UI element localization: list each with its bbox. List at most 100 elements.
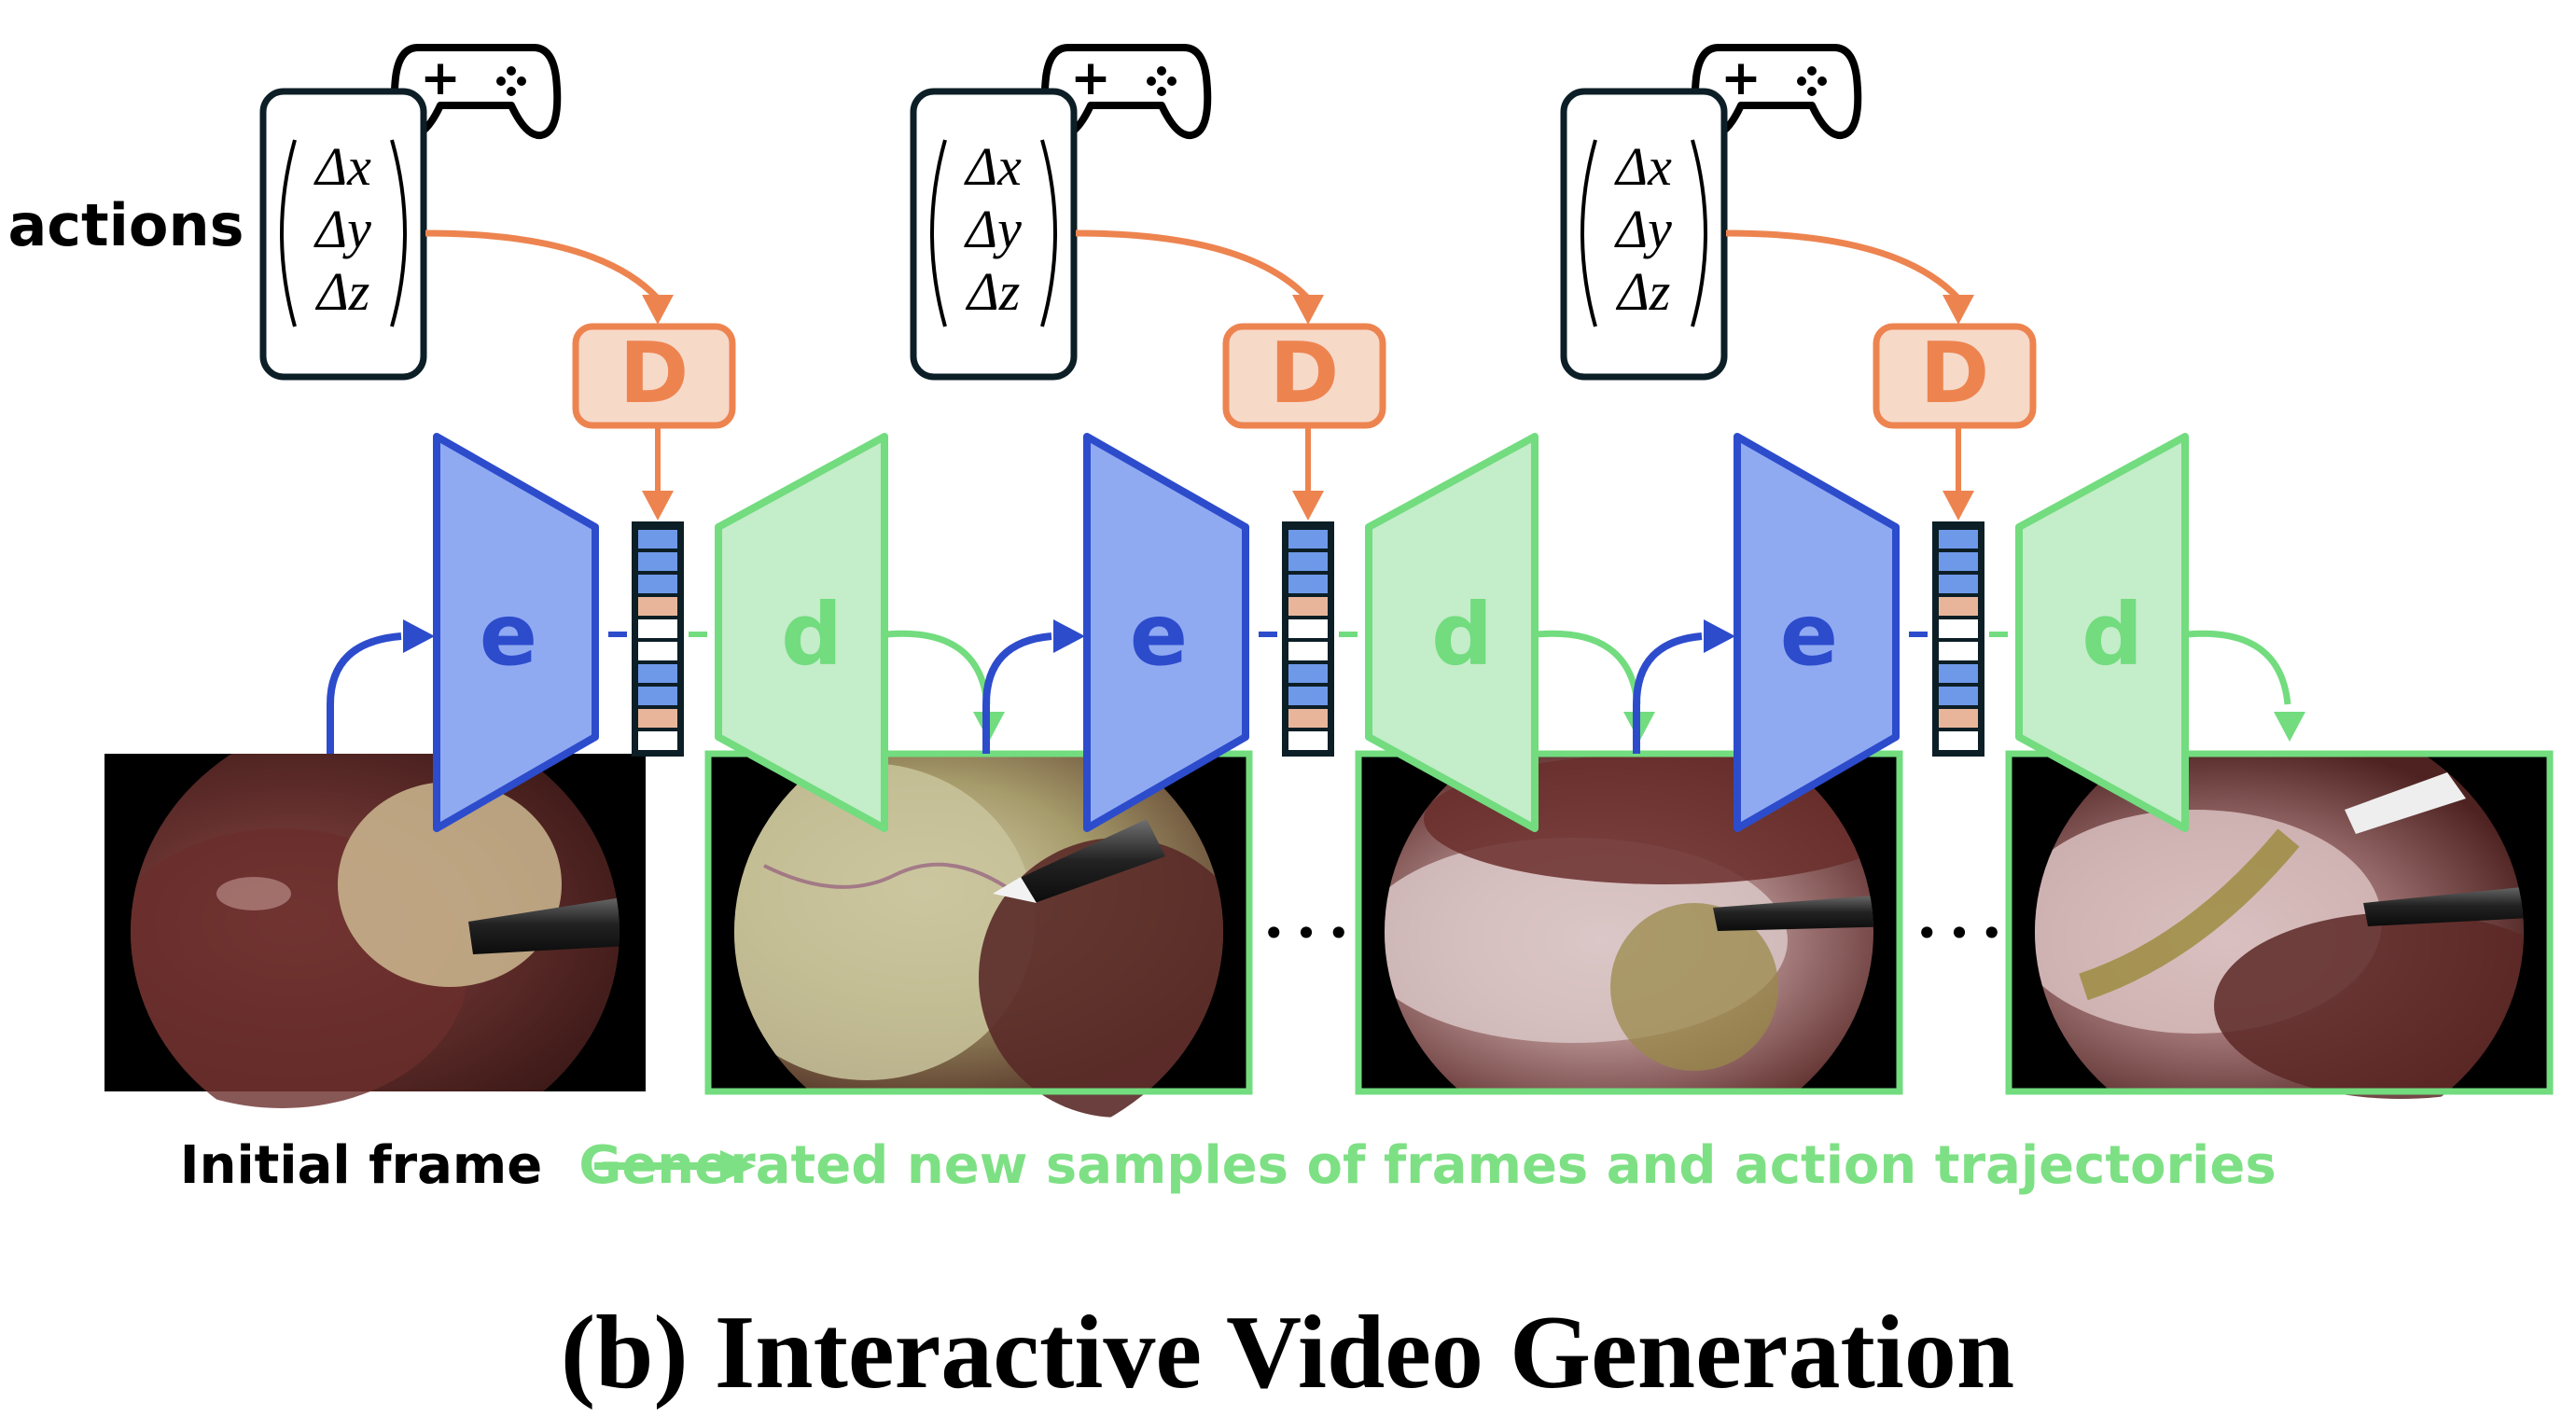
generated-frame-image (1355, 750, 1903, 1095)
generated-frame-image (704, 750, 1253, 1118)
ellipsis-2: ••• (1915, 910, 2012, 956)
action-component: Δx (313, 136, 371, 197)
latent-token (634, 571, 681, 597)
gamepad-icon: + (1691, 44, 1862, 140)
gamepad-icon: + (1040, 44, 1212, 140)
action-component: Δx (964, 136, 1022, 197)
latent-token (634, 728, 681, 754)
encoder-module: e (1083, 433, 1249, 832)
action-arrow (1725, 229, 1961, 301)
latent-token (634, 526, 681, 552)
latent-token (1285, 526, 1331, 552)
dynamics-label: D (1920, 325, 1990, 423)
ellipsis-1: ••• (1262, 910, 1359, 956)
action-component: Δy (964, 199, 1022, 259)
latent-token (634, 616, 681, 642)
latent-token (1285, 660, 1331, 687)
encoder-label: e (1130, 585, 1188, 685)
gamepad-plus: + (1720, 50, 1761, 106)
latent-token (1935, 705, 1982, 731)
generated-frame-image (2005, 750, 2554, 1099)
decoder-module: d (1365, 433, 1539, 832)
latent-token-stack (632, 521, 684, 757)
action-arrow-head (1942, 295, 1974, 325)
action-component: Δx (1614, 136, 1672, 197)
latent-token (1935, 571, 1982, 597)
latent-token (1935, 660, 1982, 687)
dynamics-module: D (1222, 323, 1386, 429)
figure-caption: (b) Interactive Video Generation (561, 1295, 2014, 1410)
frame-to-encoder-arrow (982, 632, 1052, 754)
decoder-output-arrow (1536, 630, 1641, 705)
generated-frame-border (704, 750, 1253, 1095)
action-component: Δz (1616, 261, 1671, 322)
legend-arrow (594, 1150, 756, 1182)
token-arrow-head (642, 491, 674, 521)
decoder-module: d (2015, 433, 2189, 832)
latent-token (1285, 571, 1331, 597)
action-arrow-head (1292, 295, 1324, 325)
latent-token (1285, 683, 1331, 709)
action-component: Δz (315, 261, 370, 322)
initial-frame-label: Initial frame (180, 1135, 542, 1196)
frame-to-encoder-arrow (327, 632, 402, 754)
dynamics-label: D (620, 325, 689, 423)
latent-token (1935, 616, 1982, 642)
action-component: Δy (1614, 199, 1672, 259)
latent-token-stack (1282, 521, 1334, 757)
gamepad-plus: + (1070, 50, 1111, 106)
encoder-module: e (1734, 433, 1900, 832)
decoder-output-arrow-head (2274, 712, 2305, 742)
dynamics-module: D (1873, 323, 2037, 429)
latent-token (634, 660, 681, 687)
latent-token (1285, 593, 1331, 619)
latent-token (1935, 728, 1982, 754)
frame-to-encoder-arrow-head (1704, 619, 1735, 653)
latent-token (634, 593, 681, 619)
latent-token (1935, 683, 1982, 709)
dynamics-label: D (1270, 325, 1340, 423)
latent-token-stack (1932, 521, 1984, 757)
gamepad-icon: + (390, 44, 562, 140)
action-component: Δy (313, 199, 371, 259)
frame-to-encoder-arrow-head (1053, 619, 1085, 653)
generated-frame-border (2005, 750, 2554, 1095)
frames (104, 750, 2554, 1118)
latent-token (1285, 705, 1331, 731)
gamepad-plus: + (420, 50, 461, 106)
decoder-label: d (2082, 585, 2143, 685)
decoder-output-arrow (885, 630, 991, 705)
latent-token (634, 549, 681, 575)
encoder-module: e (433, 433, 599, 832)
action-component: Δz (966, 261, 1021, 322)
action-arrow (1075, 229, 1311, 301)
decoder-module: d (715, 433, 888, 832)
decoder-output-arrow (2186, 630, 2291, 705)
token-arrow-head (1942, 491, 1974, 521)
latent-token (1285, 638, 1331, 664)
initial-frame-image (104, 754, 646, 1108)
latent-token (634, 705, 681, 731)
latent-token (1285, 549, 1331, 575)
latent-token (1935, 593, 1982, 619)
frame-to-encoder-arrow (1633, 632, 1703, 754)
latent-token (634, 638, 681, 664)
generated-frame-border (1355, 750, 1903, 1095)
action-arrow (425, 229, 661, 301)
encoder-label: e (1780, 585, 1838, 685)
latent-token (1935, 638, 1982, 664)
dynamics-module: D (572, 323, 736, 429)
latent-token (1935, 549, 1982, 575)
latent-token (1935, 526, 1982, 552)
latent-token (1285, 616, 1331, 642)
decoder-label: d (1431, 585, 1493, 685)
actions-label: actions (7, 191, 244, 259)
token-arrow-head (1292, 491, 1324, 521)
